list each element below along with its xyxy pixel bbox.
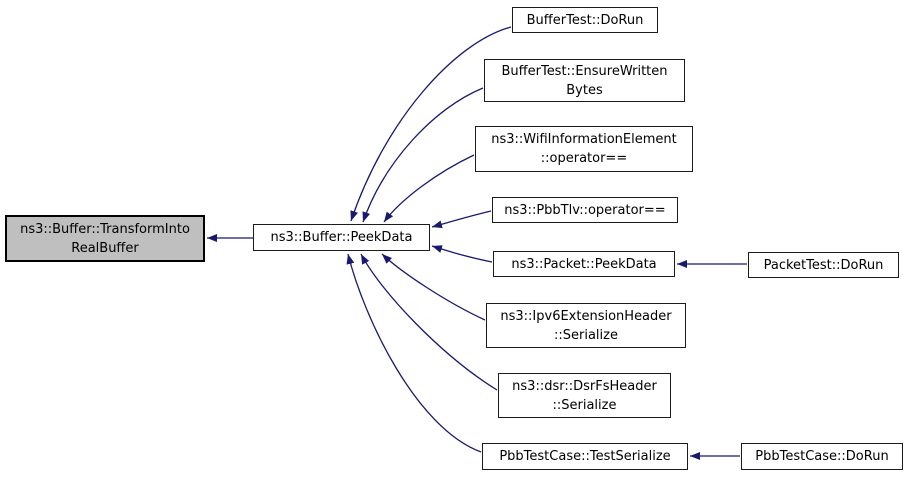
node-ns3-packet-peek-data[interactable]: ns3::Packet::PeekData xyxy=(493,251,675,277)
node-label: Bytes xyxy=(566,82,603,98)
node-label: BufferTest::DoRun xyxy=(526,12,644,28)
node-label: ::Serialize xyxy=(552,397,617,413)
node-pbb-test-case-test-serialize[interactable]: PbbTestCase::TestSerialize xyxy=(482,443,688,470)
node-buffer-test-do-run[interactable]: BufferTest::DoRun xyxy=(512,7,658,33)
node-label: ns3::dsr::DsrFsHeader xyxy=(512,378,657,394)
node-label: ::operator== xyxy=(540,151,628,166)
node-ns3-dsr-dsr-fs-header-serialize[interactable]: ns3::dsr::DsrFsHeader ::Serialize xyxy=(498,373,671,418)
edge-packet-peekdata-to-peekdata xyxy=(431,245,493,263)
node-label: PbbTestCase::DoRun xyxy=(755,449,889,464)
node-label: ns3::WifiInformationElement xyxy=(491,132,677,147)
edge-wifiinformationelement-to-peekdata xyxy=(383,154,475,223)
node-buffer-test-ensure-written-bytes[interactable]: BufferTest::EnsureWritten Bytes xyxy=(484,59,685,102)
node-label: BufferTest::EnsureWritten xyxy=(501,63,668,79)
edge-ensurewrittenbytes-to-peekdata xyxy=(362,87,484,223)
node-label: PacketTest::DoRun xyxy=(763,257,884,273)
node-label: ns3::Ipv6ExtensionHeader xyxy=(500,308,672,324)
edge-testserialize-to-peekdata xyxy=(346,253,482,453)
node-packet-test-do-run[interactable]: PacketTest::DoRun xyxy=(748,252,899,278)
node-label: ns3::Buffer::PeekData xyxy=(270,230,413,245)
node-pbb-test-case-do-run[interactable]: PbbTestCase::DoRun xyxy=(741,443,903,470)
edge-ipv6extensionheader-to-peekdata xyxy=(381,253,486,321)
edge-pbbtlv-to-peekdata xyxy=(431,210,492,229)
edge-buffertest-dorun-to-peekdata xyxy=(350,26,512,222)
node-label: ns3::PbbTlv::operator== xyxy=(504,202,666,218)
node-ns3-buffer-peek-data[interactable]: ns3::Buffer::PeekData xyxy=(253,224,430,251)
node-ns3-buffer-transform-into-real-buffer: ns3::Buffer::TransformInto RealBuffer xyxy=(5,215,205,262)
node-label: ns3::Packet::PeekData xyxy=(511,256,657,272)
node-ns3-ipv6-extension-header-serialize[interactable]: ns3::Ipv6ExtensionHeader ::Serialize xyxy=(486,303,686,348)
node-label: PbbTestCase::TestSerialize xyxy=(499,449,671,464)
node-label: ::Serialize xyxy=(554,327,618,343)
edge-dsrfsheader-to-peekdata xyxy=(360,253,498,391)
node-label: ns3::Buffer::TransformInto xyxy=(20,221,190,237)
node-ns3-wifi-information-element-operator-eq[interactable]: ns3::WifiInformationElement ::operator== xyxy=(475,126,693,172)
node-label: RealBuffer xyxy=(71,240,139,256)
node-ns3-pbb-tlv-operator-eq[interactable]: ns3::PbbTlv::operator== xyxy=(492,197,678,223)
